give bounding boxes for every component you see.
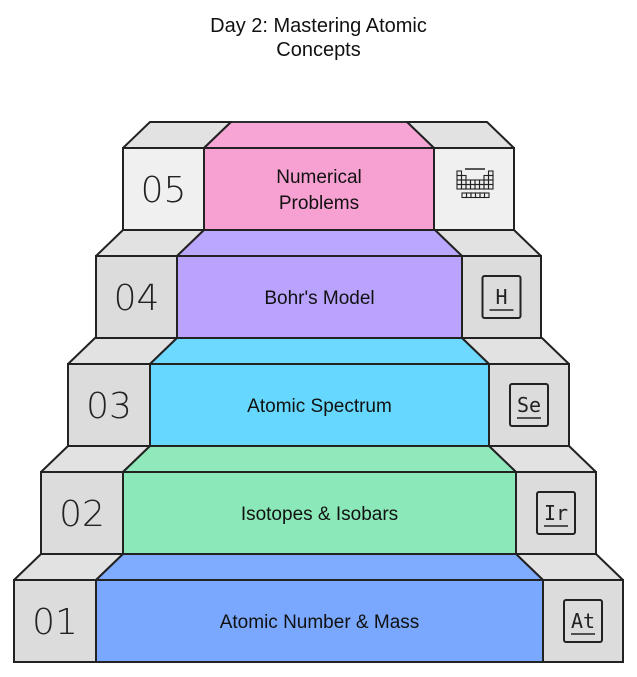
step-number: 01 <box>32 602 78 643</box>
periodic-table-icon <box>456 168 494 199</box>
right-block-front <box>542 579 624 663</box>
step-front <box>122 471 517 555</box>
element-At-icon: At <box>563 599 603 643</box>
right-block-front <box>515 471 597 555</box>
step-tread-top <box>203 121 435 149</box>
step-tread-top <box>176 229 463 257</box>
step-03: 03 Atomic Spectrum Se <box>67 337 570 447</box>
element-symbol: At <box>571 609 595 633</box>
title-line-1: Day 2: Mastering Atomic <box>210 15 427 37</box>
step-02: 02 Isotopes & Isobars Ir <box>40 445 597 555</box>
element-Ir-icon: Ir <box>536 491 576 535</box>
element-H-icon: H <box>481 275 522 319</box>
step-label: Atomic Number & Mass <box>220 612 420 633</box>
step-04: 04 Bohr's Model H <box>95 229 542 339</box>
step-tread-top <box>95 553 544 581</box>
step-number: 03 <box>86 386 132 427</box>
element-symbol: H <box>495 285 507 309</box>
diagram-title: Day 2: Mastering Atomic Concepts <box>0 14 637 62</box>
left-block-front <box>95 255 178 339</box>
left-block-front <box>40 471 124 555</box>
step-label: Numerical <box>276 167 362 188</box>
step-label: Isotopes & Isobars <box>241 504 398 525</box>
step-number: 05 <box>141 170 187 211</box>
element-symbol: Ir <box>544 501 568 525</box>
element-symbol: Se <box>517 393 541 417</box>
left-block-front <box>13 579 97 663</box>
step-number: 02 <box>59 494 105 535</box>
step-tread-top <box>149 337 490 365</box>
step-front <box>149 363 490 447</box>
step-01: 01 Atomic Number & Mass At <box>13 553 624 663</box>
step-tread-top <box>122 445 517 473</box>
step-front <box>203 147 435 231</box>
right-block-front <box>461 255 542 339</box>
step-front <box>95 579 544 663</box>
step-label: Bohr's Model <box>264 288 374 309</box>
title-line-2: Concepts <box>276 39 361 61</box>
step-label: Problems <box>279 193 359 214</box>
step-label: Atomic Spectrum <box>247 396 392 417</box>
step-front <box>176 255 463 339</box>
element-Se-icon: Se <box>509 383 549 427</box>
step-number: 04 <box>114 278 160 319</box>
